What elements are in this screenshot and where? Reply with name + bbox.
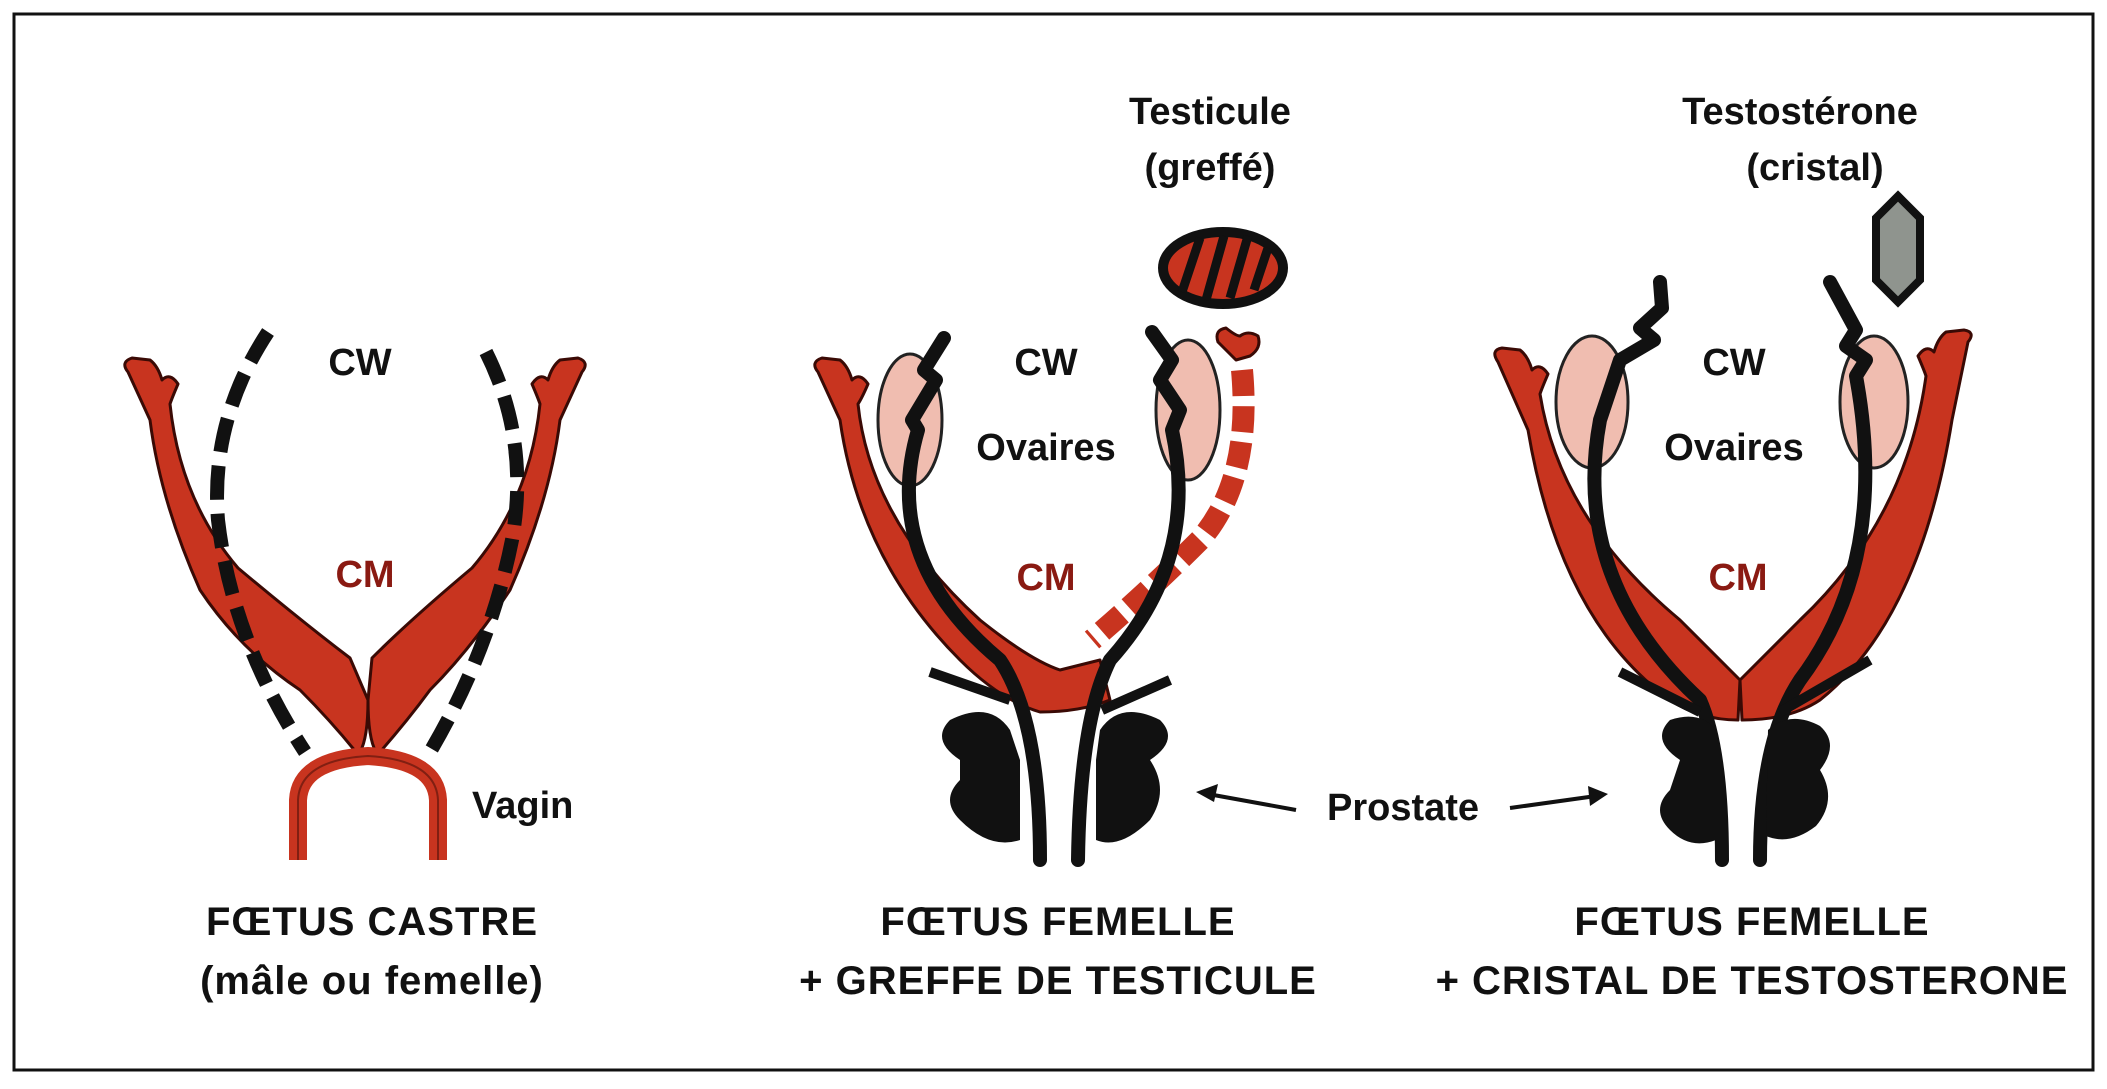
mullerian-duct-right-regressed [1084, 369, 1255, 649]
arrow-left-line [1207, 792, 1297, 812]
prostate-shape [1660, 716, 1830, 844]
label-vagin: Vagin [472, 785, 573, 827]
prostate-buds [928, 667, 1173, 715]
label-ovaires: Ovaires [1664, 427, 1803, 469]
panel-crystal: CW Ovaires CM Testostérone (cristal) FŒT… [1436, 91, 2069, 1003]
caption-line2: (mâle ou femelle) [200, 959, 544, 1003]
caption-line2: + GREFFE DE TESTICULE [799, 959, 1317, 1003]
graft-testis-stripes [1177, 234, 1273, 302]
label-graft-line1: Testicule [1129, 91, 1291, 133]
label-cm: CM [1708, 557, 1767, 599]
wolffian-duct-left [901, 331, 1047, 867]
arrow-right-head [1588, 786, 1608, 806]
wolffian-duct-left-regressed [210, 328, 311, 756]
caption-line1: FŒTUS FEMELLE [880, 900, 1235, 944]
arrow-left-head [1196, 784, 1218, 802]
label-cw: CW [1702, 342, 1765, 384]
label-cm: CM [335, 554, 394, 596]
prostate-callout: Prostate [1196, 784, 1608, 829]
arrow-right-line [1509, 794, 1597, 810]
label-crystal-line2: (cristal) [1746, 147, 1883, 189]
panel-graft: CW Ovaires CM Testicule (greffé) FŒTUS F… [799, 91, 1317, 1003]
caption-line1: FŒTUS CASTRE [206, 900, 538, 944]
caption-line1: FŒTUS FEMELLE [1574, 900, 1929, 944]
wolffian-duct-left [1587, 275, 1729, 867]
mullerian-duct-left [813, 356, 1112, 714]
caption-line2: + CRISTAL DE TESTOSTERONE [1436, 959, 2069, 1003]
wolffian-duct-right [1071, 325, 1187, 867]
vagina-shape [289, 746, 447, 860]
figure-frame [12, 12, 2095, 1072]
vagina-outline [297, 754, 439, 860]
prostate-buds [1617, 655, 1873, 717]
mullerian-duct-right-stub [1215, 326, 1261, 362]
wolffian-duct-right-regressed [423, 348, 525, 756]
label-ovaires: Ovaires [976, 427, 1115, 469]
prostate-shape [942, 712, 1168, 843]
label-cm: CM [1016, 557, 1075, 599]
mullerian-duct-right [366, 356, 587, 754]
label-cw: CW [1014, 342, 1077, 384]
panel-castrated: CW CM Vagin FŒTUS CASTRE (mâle ou femell… [123, 328, 587, 1003]
testosterone-crystal [1872, 190, 1924, 308]
label-crystal-line1: Testostérone [1682, 91, 1918, 133]
wolffian-duct-right [1753, 275, 1873, 867]
label-cw: CW [328, 342, 391, 384]
label-graft-line2: (greffé) [1145, 147, 1276, 189]
label-prostate: Prostate [1327, 787, 1479, 829]
mullerian-duct-left [123, 356, 370, 754]
